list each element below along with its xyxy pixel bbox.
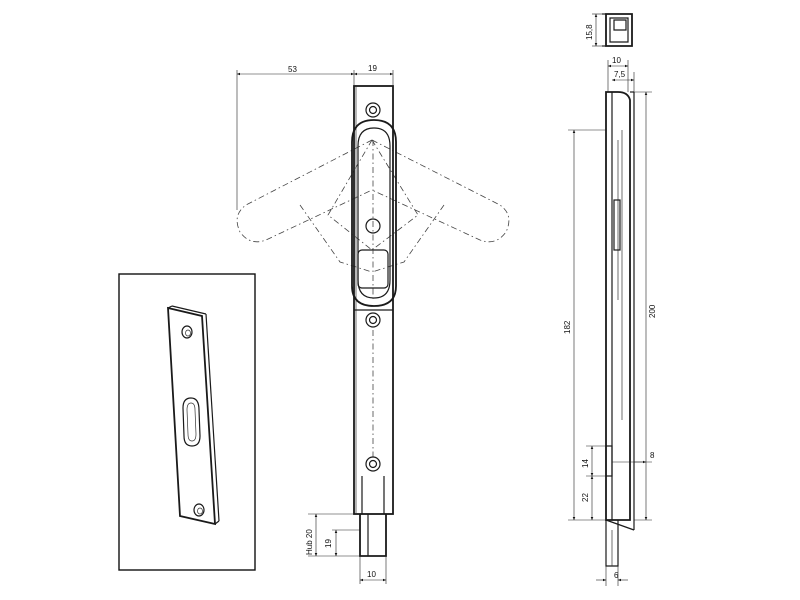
lever-handle xyxy=(351,119,397,307)
strike-plate-box xyxy=(118,273,256,571)
side-body xyxy=(605,91,635,567)
dim-19-label: 19 xyxy=(368,64,377,73)
strike-bottom-hole-icon xyxy=(193,503,205,517)
dim-stroke: Hub 20 19 xyxy=(305,513,360,557)
front-view: 53 19 Hub 20 19 10 xyxy=(236,64,510,584)
dim-6-label: 6 xyxy=(614,571,619,580)
dim-10-7-5: 10 7,5 xyxy=(607,56,635,92)
strike-slot-icon xyxy=(182,397,201,447)
dim-bolt-10: 10 xyxy=(359,556,387,584)
top-screw-icon xyxy=(365,102,381,118)
bolt-end xyxy=(359,476,387,557)
strike-top-hole-icon xyxy=(181,325,193,339)
dim-53: 53 xyxy=(236,65,355,210)
lower-screw-icon xyxy=(365,456,381,472)
swing-lever-phantom-left xyxy=(236,139,373,273)
dim-182: 182 xyxy=(563,129,606,521)
dim-19-bolt-label: 19 xyxy=(324,539,333,548)
top-detail: 15,8 xyxy=(585,13,633,47)
dim-15-8-label: 15,8 xyxy=(585,24,594,40)
dim-19-top: 19 xyxy=(354,64,394,86)
swing-lever-phantom-right xyxy=(371,139,510,273)
face-plate xyxy=(353,85,394,515)
dim-7-5-label: 7,5 xyxy=(614,70,626,79)
dim-53-label: 53 xyxy=(288,65,297,74)
stroke-label: Hub 20 xyxy=(305,529,314,555)
side-view: 15,8 10 7,5 xyxy=(563,13,657,586)
middle-screw-icon xyxy=(365,312,381,328)
dim-6: 6 xyxy=(596,566,628,586)
dim-10-bolt-label: 10 xyxy=(367,570,376,579)
dim-side-10-label: 10 xyxy=(612,56,621,65)
dim-200: 200 xyxy=(634,91,657,521)
strike-plate xyxy=(167,305,220,526)
dim-8-label: 8 xyxy=(650,451,655,460)
dim-200-label: 200 xyxy=(648,304,657,318)
dim-182-label: 182 xyxy=(563,320,572,334)
dim-14-22-8: 14 22 8 xyxy=(581,445,655,520)
dim-22-label: 22 xyxy=(581,493,590,502)
dim-14-label: 14 xyxy=(581,459,590,468)
